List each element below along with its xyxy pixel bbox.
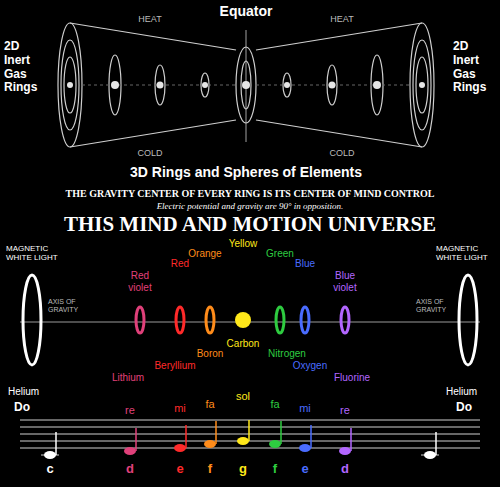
flow-label: COLD xyxy=(137,148,162,158)
light-label: MAGNETIC WHITE LIGHT xyxy=(436,244,496,262)
color-label: Green xyxy=(266,248,294,260)
side-label: 2D Inert Gas Rings xyxy=(453,40,497,95)
solfege-label: re xyxy=(125,404,135,417)
title: THIS MIND AND MOTION UNIVERSE xyxy=(64,212,436,236)
note-letter: e xyxy=(176,462,183,477)
flow-label: COLD xyxy=(329,148,354,158)
solfege-label: fa xyxy=(205,398,214,411)
element-label: Fluorine xyxy=(334,372,370,384)
solfege-label: mi xyxy=(174,402,186,415)
element-label: Oxygen xyxy=(293,360,327,372)
color-label: Orange xyxy=(188,248,221,260)
note-letter: d xyxy=(341,462,349,477)
heading-label: Equator xyxy=(220,3,273,19)
note-letter: g xyxy=(239,462,247,477)
color-label: Red xyxy=(171,258,189,270)
element-label: Beryllium xyxy=(154,360,195,372)
note-letter: e xyxy=(301,462,308,477)
note-letter: d xyxy=(126,462,134,477)
solfege-label: mi xyxy=(299,402,311,415)
color-label: Blue xyxy=(295,258,315,270)
solfege-label: Do xyxy=(456,401,472,415)
color-label: Red violet xyxy=(120,270,160,293)
heading-label: 3D Rings and Spheres of Elements xyxy=(130,164,362,180)
note-letter: f xyxy=(273,462,277,477)
note-text: THE GRAVITY CENTER OF EVERY RING IS ITS … xyxy=(66,188,435,200)
light-label: MAGNETIC WHITE LIGHT xyxy=(6,244,66,262)
side-label: 2D Inert Gas Rings xyxy=(4,40,48,95)
axis-label: AXIS OF GRAVITY xyxy=(416,298,452,314)
flow-label: HEAT xyxy=(138,14,161,24)
flow-label: HEAT xyxy=(330,14,353,24)
note-letter: c xyxy=(46,462,53,477)
element-label: Helium xyxy=(446,386,477,398)
solfege-label: sol xyxy=(236,390,250,403)
element-label: Lithium xyxy=(112,372,144,384)
note-text: Electric potential and gravity are 90° i… xyxy=(157,201,344,211)
solfege-label: re xyxy=(340,404,350,417)
element-label: Boron xyxy=(197,348,224,360)
solfege-label: Do xyxy=(14,401,30,415)
element-label: Helium xyxy=(8,386,39,398)
solfege-label: fa xyxy=(270,398,279,411)
element-label: Nitrogen xyxy=(268,348,306,360)
note-letter: f xyxy=(208,462,212,477)
color-label: Blue violet xyxy=(325,270,365,293)
element-label: Carbon xyxy=(227,338,260,350)
color-label: Yellow xyxy=(229,238,258,250)
axis-label: AXIS OF GRAVITY xyxy=(48,298,84,314)
